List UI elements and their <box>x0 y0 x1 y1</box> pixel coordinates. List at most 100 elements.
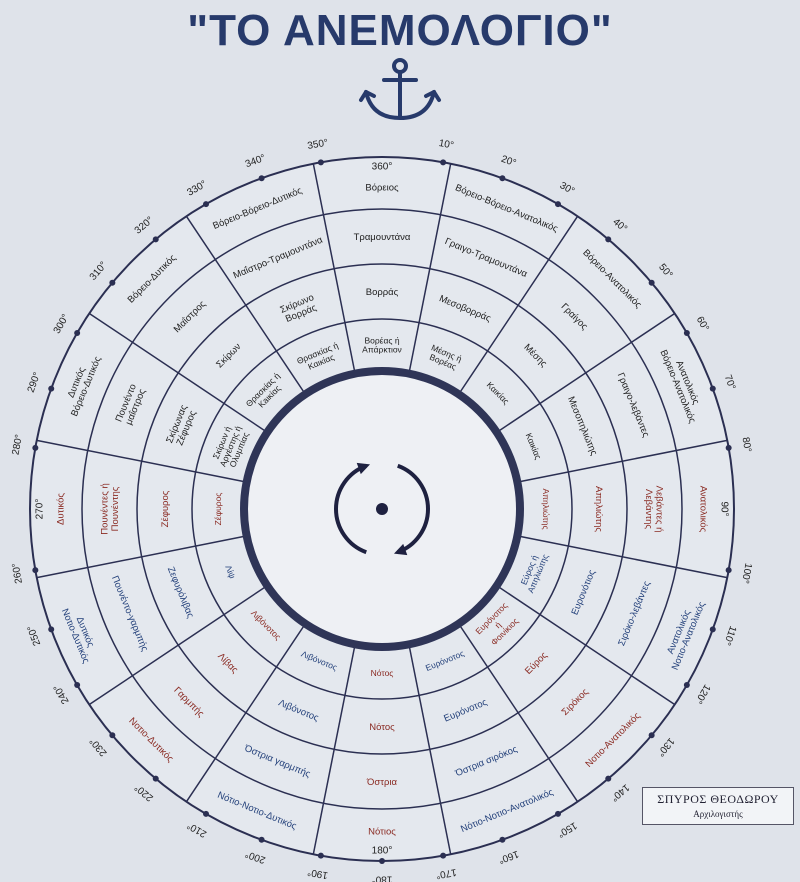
sector-divider <box>408 163 452 374</box>
degree-tick <box>440 852 447 859</box>
degree-label: 180° <box>372 873 393 882</box>
degree-label: 150° <box>555 819 578 839</box>
degree-label: 240° <box>52 682 72 705</box>
signature-role: Αρχιλογιστής <box>693 809 743 819</box>
degree-label: 290° <box>26 371 43 394</box>
sector-divider <box>458 623 579 803</box>
degree-tick <box>317 852 324 859</box>
wind-name: Όστρια <box>366 777 397 788</box>
degree-label: 160° <box>497 848 520 865</box>
degree-label: 220° <box>133 781 156 803</box>
wind-name: Ζέφυρος <box>213 493 223 526</box>
sector-divider <box>517 439 728 483</box>
degree-tick <box>379 858 385 864</box>
sector-divider <box>36 535 247 579</box>
degree-tick <box>683 330 690 336</box>
degree-tick <box>499 175 506 182</box>
sector-divider <box>88 312 268 433</box>
page-title: "ΤΟ ΑΝΕΜΟΛΟΓΙΟ" <box>187 6 613 55</box>
wind-name: Ανατολικός <box>698 486 709 533</box>
wind-name: Απηλιώτης <box>593 486 604 532</box>
degree-tick <box>725 567 732 574</box>
degree-label: 60° <box>694 315 711 334</box>
sector-divider <box>408 644 452 855</box>
sector-degree-label: 90° <box>718 501 729 516</box>
wind-name: Δυτικός <box>55 493 66 525</box>
degree-tick <box>48 626 55 633</box>
degree-label: 20° <box>500 154 518 170</box>
degree-label: 310° <box>88 260 110 283</box>
degree-tick <box>317 159 324 166</box>
degree-label: 300° <box>52 312 72 335</box>
degree-tick <box>709 385 716 392</box>
degree-label: 170° <box>435 866 457 880</box>
sector-divider <box>185 215 306 395</box>
degree-label: 80° <box>740 436 753 453</box>
degree-tick <box>203 201 209 208</box>
degree-tick <box>605 775 612 782</box>
degree-tick <box>48 385 55 392</box>
degree-tick <box>258 836 265 843</box>
degree-label: 100° <box>739 562 753 584</box>
degree-label: 350° <box>307 138 329 152</box>
degree-tick <box>555 201 561 208</box>
sector-divider <box>496 585 676 706</box>
degree-label: 130° <box>654 735 676 758</box>
degree-label: 10° <box>438 138 455 151</box>
degree-tick <box>74 682 81 688</box>
wind-name: Βορράς <box>366 287 399 298</box>
degree-label: 50° <box>656 262 674 281</box>
wind-name: Βόρειος <box>365 182 399 193</box>
sector-divider <box>517 535 728 579</box>
wind-name: Νότος <box>369 722 395 733</box>
sector-divider <box>458 215 579 395</box>
degree-label: 200° <box>244 848 267 865</box>
sector-degree-label: 180° <box>372 846 393 857</box>
degree-tick <box>605 236 612 243</box>
sector-divider <box>312 644 356 855</box>
degree-label: 190° <box>307 866 329 880</box>
wind-name: Πουνέντες ήΠουνέντης <box>100 483 121 535</box>
degree-tick <box>709 626 716 633</box>
degree-tick <box>648 279 655 286</box>
degree-tick <box>555 810 561 817</box>
degree-tick <box>725 444 732 451</box>
sector-divider <box>36 439 247 483</box>
ring-3 <box>81 208 683 810</box>
rotation-arrows-icon <box>334 462 430 556</box>
sector-divider <box>185 623 306 803</box>
wind-name: Σκίρων ήΑργέστης ήΟλυμπίας <box>209 421 252 472</box>
degree-tick <box>32 444 39 451</box>
degree-label: 120° <box>692 682 712 705</box>
ring-1 <box>191 318 573 700</box>
degree-label: 210° <box>185 819 208 839</box>
signature-name: ΣΠΥΡΟΣ ΘΕΟΔΩΡΟΥ <box>657 792 779 806</box>
degree-tick <box>258 175 265 182</box>
degree-label: 230° <box>88 735 110 758</box>
degree-tick <box>203 810 209 817</box>
degree-label: 320° <box>133 215 156 237</box>
wind-name: Λεβάντες ήΛεβάντης <box>643 486 664 533</box>
degree-tick <box>152 775 159 782</box>
degree-label: 280° <box>11 434 25 456</box>
sector-divider <box>496 312 676 433</box>
degree-tick <box>499 836 506 843</box>
sector-divider <box>312 163 356 374</box>
degree-label: 110° <box>721 624 738 647</box>
degree-label: 260° <box>11 562 25 584</box>
ring-2 <box>136 263 628 755</box>
degree-tick <box>683 682 690 688</box>
sector-degree-label: 270° <box>35 499 46 520</box>
degree-tick <box>648 732 655 739</box>
degree-tick <box>440 159 447 166</box>
sector-divider <box>88 585 268 706</box>
degree-label: 340° <box>244 153 267 170</box>
sector-degree-label: 360° <box>372 162 393 173</box>
degree-tick <box>109 732 116 739</box>
degree-tick <box>74 330 81 336</box>
degree-label: 70° <box>722 374 738 392</box>
degree-label: 250° <box>26 624 43 647</box>
wind-name: Λίψ <box>223 564 237 580</box>
degree-label: 330° <box>185 179 208 199</box>
